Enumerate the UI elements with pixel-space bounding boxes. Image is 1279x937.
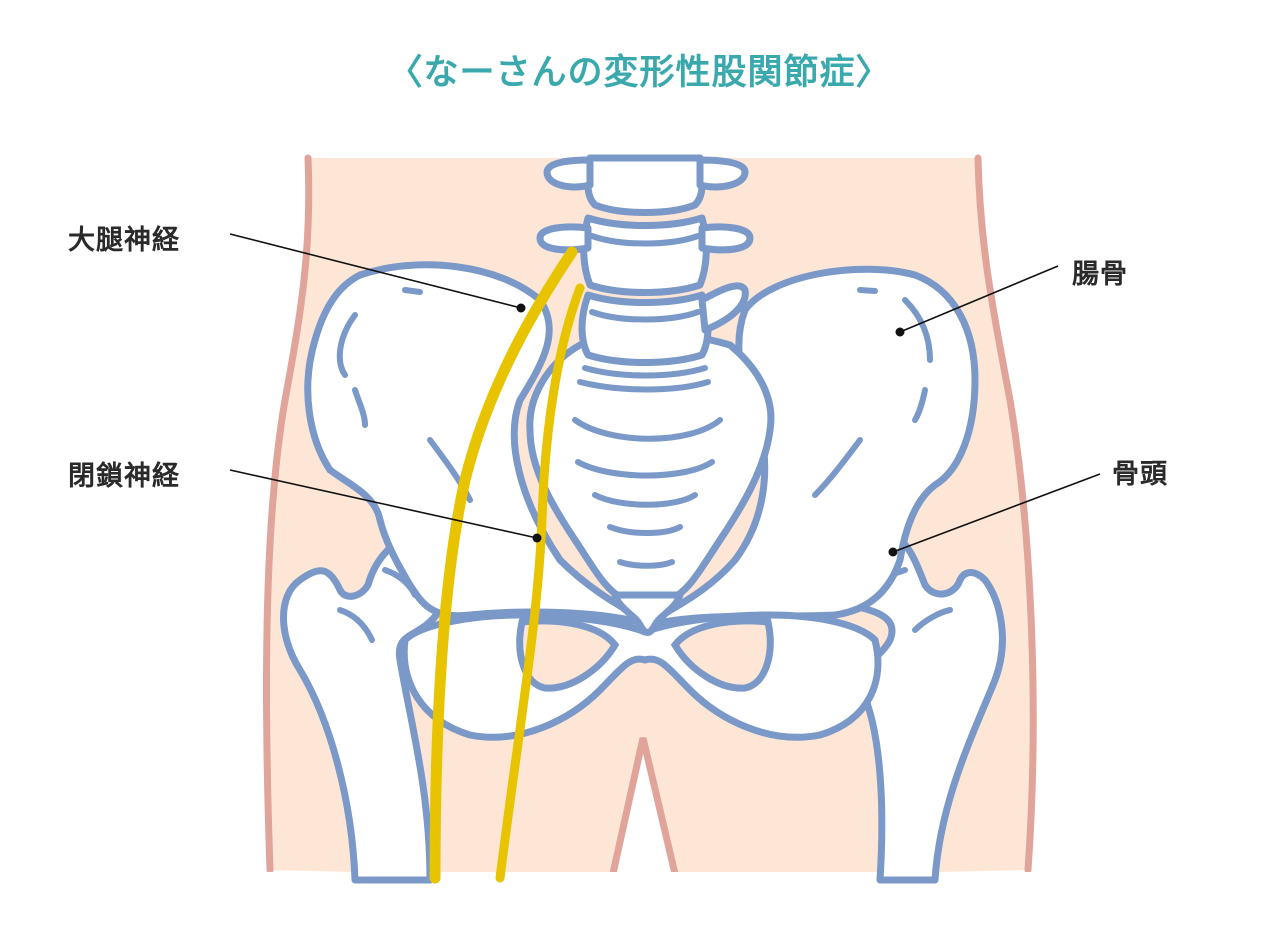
obturator-nerve <box>495 283 585 883</box>
leg-split-line <box>608 737 680 882</box>
leader-obturator-nerve <box>229 469 538 539</box>
diagram-title: 〈なーさんの変形性股関節症〉 <box>387 53 892 93</box>
leader-ilium <box>899 265 1059 333</box>
vertebra-l3 <box>584 154 706 216</box>
leader-femoral-head <box>892 473 1101 553</box>
vertebra-l4 <box>580 214 710 296</box>
label-obturator-nerve: 閉鎖神経 <box>68 461 180 492</box>
transverse-process-l4-left <box>536 223 592 254</box>
sacrum <box>526 330 775 604</box>
right-obturator-foramen <box>670 617 774 692</box>
vertebra-l5 <box>578 291 712 366</box>
right-femur <box>839 531 1006 884</box>
label-femoral-nerve: 大腿神経 <box>68 225 180 256</box>
leader-femoral-nerve <box>229 233 522 309</box>
right-body-edge <box>974 154 1037 874</box>
label-ilium: 腸骨 <box>1072 259 1128 290</box>
transverse-process-l4-right <box>698 223 754 254</box>
coccyx <box>611 591 684 636</box>
label-femoral-head: 骨頭 <box>1112 459 1168 490</box>
transverse-process-l3-left <box>543 156 594 191</box>
transverse-process-l3-right <box>696 156 749 191</box>
transverse-process-l5-right <box>698 282 749 334</box>
femoral-nerve <box>429 246 578 884</box>
